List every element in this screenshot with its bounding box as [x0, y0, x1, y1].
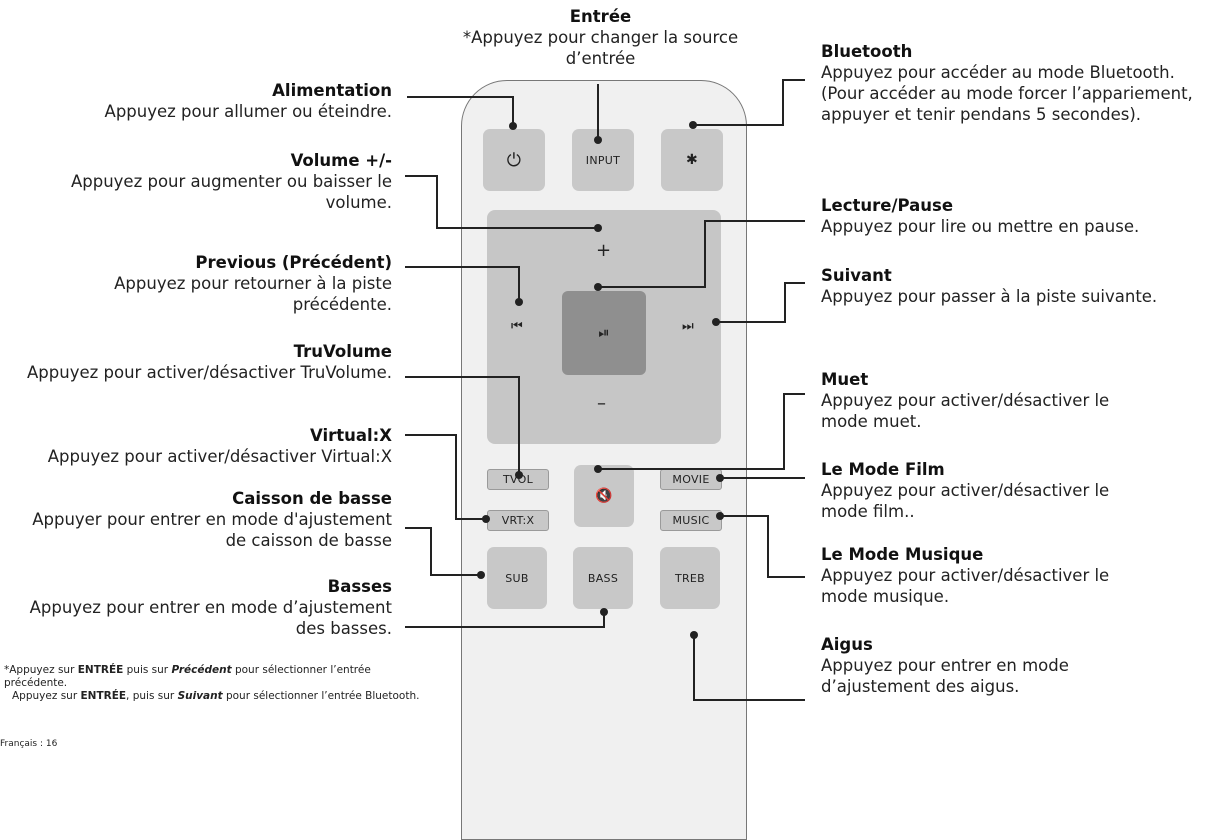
label-alimentation: Alimentation Appuyez pour allumer ou éte… — [20, 80, 392, 122]
label-film-desc: Appuyez pour activer/désactiver le mode … — [821, 481, 1110, 521]
label-musique: Le Mode Musique Appuyez pour activer/dés… — [821, 544, 1161, 607]
label-musique-desc: Appuyez pour activer/désactiver le mode … — [821, 566, 1110, 606]
label-aigus-desc: Appuyez pour entrer en mode d’ajustement… — [821, 656, 1069, 696]
previous-icon[interactable]: ⏮ — [511, 319, 523, 334]
music-button[interactable]: MUSIC — [660, 510, 722, 531]
label-virtualx: Virtual:X Appuyez pour activer/désactive… — [0, 425, 392, 467]
label-previous: Previous (Précédent) Appuyez pour retour… — [20, 252, 392, 315]
footnote-strong: ENTRÉE — [77, 664, 124, 676]
label-truvolume-title: TruVolume — [293, 342, 392, 361]
label-bluetooth-desc: Appuyez pour accéder au mode Bluetooth. … — [821, 63, 1193, 124]
tvol-button-label: TVOL — [502, 473, 534, 486]
label-previous-title: Previous (Précédent) — [195, 253, 392, 272]
label-volume: Volume +/- Appuyez pour augmenter ou bai… — [20, 150, 392, 213]
label-basses: Basses Appuyez pour entrer en mode d’aju… — [20, 576, 392, 639]
vrtx-button[interactable]: VRT:X — [487, 510, 549, 531]
treb-button[interactable]: TREB — [660, 547, 720, 609]
label-basses-title: Basses — [327, 577, 392, 596]
page-footer: Français : 16 — [0, 739, 58, 749]
label-bluetooth-title: Bluetooth — [821, 42, 913, 61]
footnote-strong: ENTRÉE — [80, 690, 127, 702]
label-truvolume-desc: Appuyez pour activer/désactiver TruVolum… — [27, 363, 392, 382]
label-lecture-desc: Appuyez pour lire ou mettre en pause. — [821, 217, 1140, 236]
play-pause-icon: ⏯ — [598, 325, 610, 341]
label-film: Le Mode Film Appuyez pour activer/désact… — [821, 459, 1161, 522]
label-entree: Entrée *Appuyez pour changer la source d… — [443, 6, 758, 69]
footnote-text: Appuyez sur — [12, 690, 81, 702]
label-volume-desc: Appuyez pour augmenter ou baisser le vol… — [70, 172, 392, 212]
label-caisson: Caisson de basse Appuyer pour entrer en … — [20, 488, 392, 551]
label-film-title: Le Mode Film — [821, 460, 945, 479]
footnote-text: pour sélectionner l’entrée précédente. — [4, 664, 371, 689]
label-virtualx-desc: Appuyez pour activer/désactiver Virtual:… — [47, 447, 392, 466]
label-previous-desc: Appuyez pour retourner à la piste précéd… — [114, 274, 392, 314]
label-aigus: Aigus Appuyez pour entrer en mode d’ajus… — [821, 634, 1121, 697]
label-virtualx-title: Virtual:X — [309, 426, 392, 445]
label-suivant-desc: Appuyez pour passer à la piste suivante. — [821, 287, 1158, 306]
footnote-line-2: Appuyez sur ENTRÉE, puis sur Suivant pou… — [4, 690, 434, 703]
footnote-text: pour sélectionner l’entrée Bluetooth. — [222, 690, 420, 702]
sub-button[interactable]: SUB — [487, 547, 547, 609]
label-basses-desc: Appuyez pour entrer en mode d’ajustement… — [29, 598, 392, 638]
label-entree-desc: *Appuyez pour changer la source d’entrée — [462, 28, 739, 68]
footnote-em: Précédent — [171, 664, 232, 676]
label-suivant-title: Suivant — [821, 266, 892, 285]
play-pause-button[interactable]: ⏯ — [562, 291, 646, 375]
label-aigus-title: Aigus — [821, 635, 873, 654]
footnote-line-1: *Appuyez sur ENTRÉE puis sur Précédent p… — [4, 664, 434, 690]
footnote-text: , puis sur — [126, 690, 178, 702]
label-lecture-title: Lecture/Pause — [821, 196, 954, 215]
label-muet: Muet Appuyez pour activer/désactiver le … — [821, 369, 1161, 432]
volume-down-button[interactable]: – — [597, 393, 606, 414]
footnote-text: *Appuyez sur — [4, 664, 78, 676]
label-volume-title: Volume +/- — [290, 151, 392, 170]
next-icon[interactable]: ⏭ — [682, 319, 694, 334]
label-musique-title: Le Mode Musique — [821, 545, 984, 564]
remote-body — [461, 80, 747, 840]
footnote: *Appuyez sur ENTRÉE puis sur Précédent p… — [4, 664, 434, 703]
bluetooth-button[interactable]: ✱ — [661, 129, 723, 191]
label-alimentation-desc: Appuyez pour allumer ou éteindre. — [104, 102, 392, 121]
mute-button[interactable]: 🔇 — [574, 465, 634, 527]
label-lecture: Lecture/Pause Appuyez pour lire ou mettr… — [821, 195, 1201, 237]
label-caisson-title: Caisson de basse — [232, 489, 392, 508]
input-button[interactable]: INPUT — [572, 129, 634, 191]
power-icon: ⏻ — [506, 149, 522, 171]
power-button[interactable]: ⏻ — [483, 129, 545, 191]
label-muet-title: Muet — [821, 370, 869, 389]
footnote-em: Suivant — [177, 690, 223, 702]
movie-button-label: MOVIE — [672, 473, 710, 486]
music-button-label: MUSIC — [672, 514, 710, 527]
input-button-label: INPUT — [585, 153, 621, 167]
label-bluetooth: Bluetooth Appuyez pour accéder au mode B… — [821, 41, 1201, 125]
label-alimentation-title: Alimentation — [272, 81, 392, 100]
label-suivant: Suivant Appuyez pour passer à la piste s… — [821, 265, 1201, 307]
bass-button-label: BASS — [587, 571, 619, 585]
bluetooth-icon: ✱ — [685, 152, 699, 168]
bass-button[interactable]: BASS — [573, 547, 633, 609]
treb-button-label: TREB — [674, 571, 706, 585]
label-entree-title: Entrée — [569, 7, 632, 26]
label-truvolume: TruVolume Appuyez pour activer/désactive… — [20, 341, 392, 383]
sub-button-label: SUB — [505, 571, 529, 585]
movie-button[interactable]: MOVIE — [660, 469, 722, 490]
volume-up-button[interactable]: + — [596, 240, 612, 261]
label-caisson-desc: Appuyer pour entrer en mode d'ajustement… — [32, 510, 392, 550]
mute-icon: 🔇 — [595, 488, 613, 504]
footnote-text: puis sur — [123, 664, 172, 676]
label-muet-desc: Appuyez pour activer/désactiver le mode … — [821, 391, 1110, 431]
vrtx-button-label: VRT:X — [501, 514, 535, 527]
tvol-button[interactable]: TVOL — [487, 469, 549, 490]
